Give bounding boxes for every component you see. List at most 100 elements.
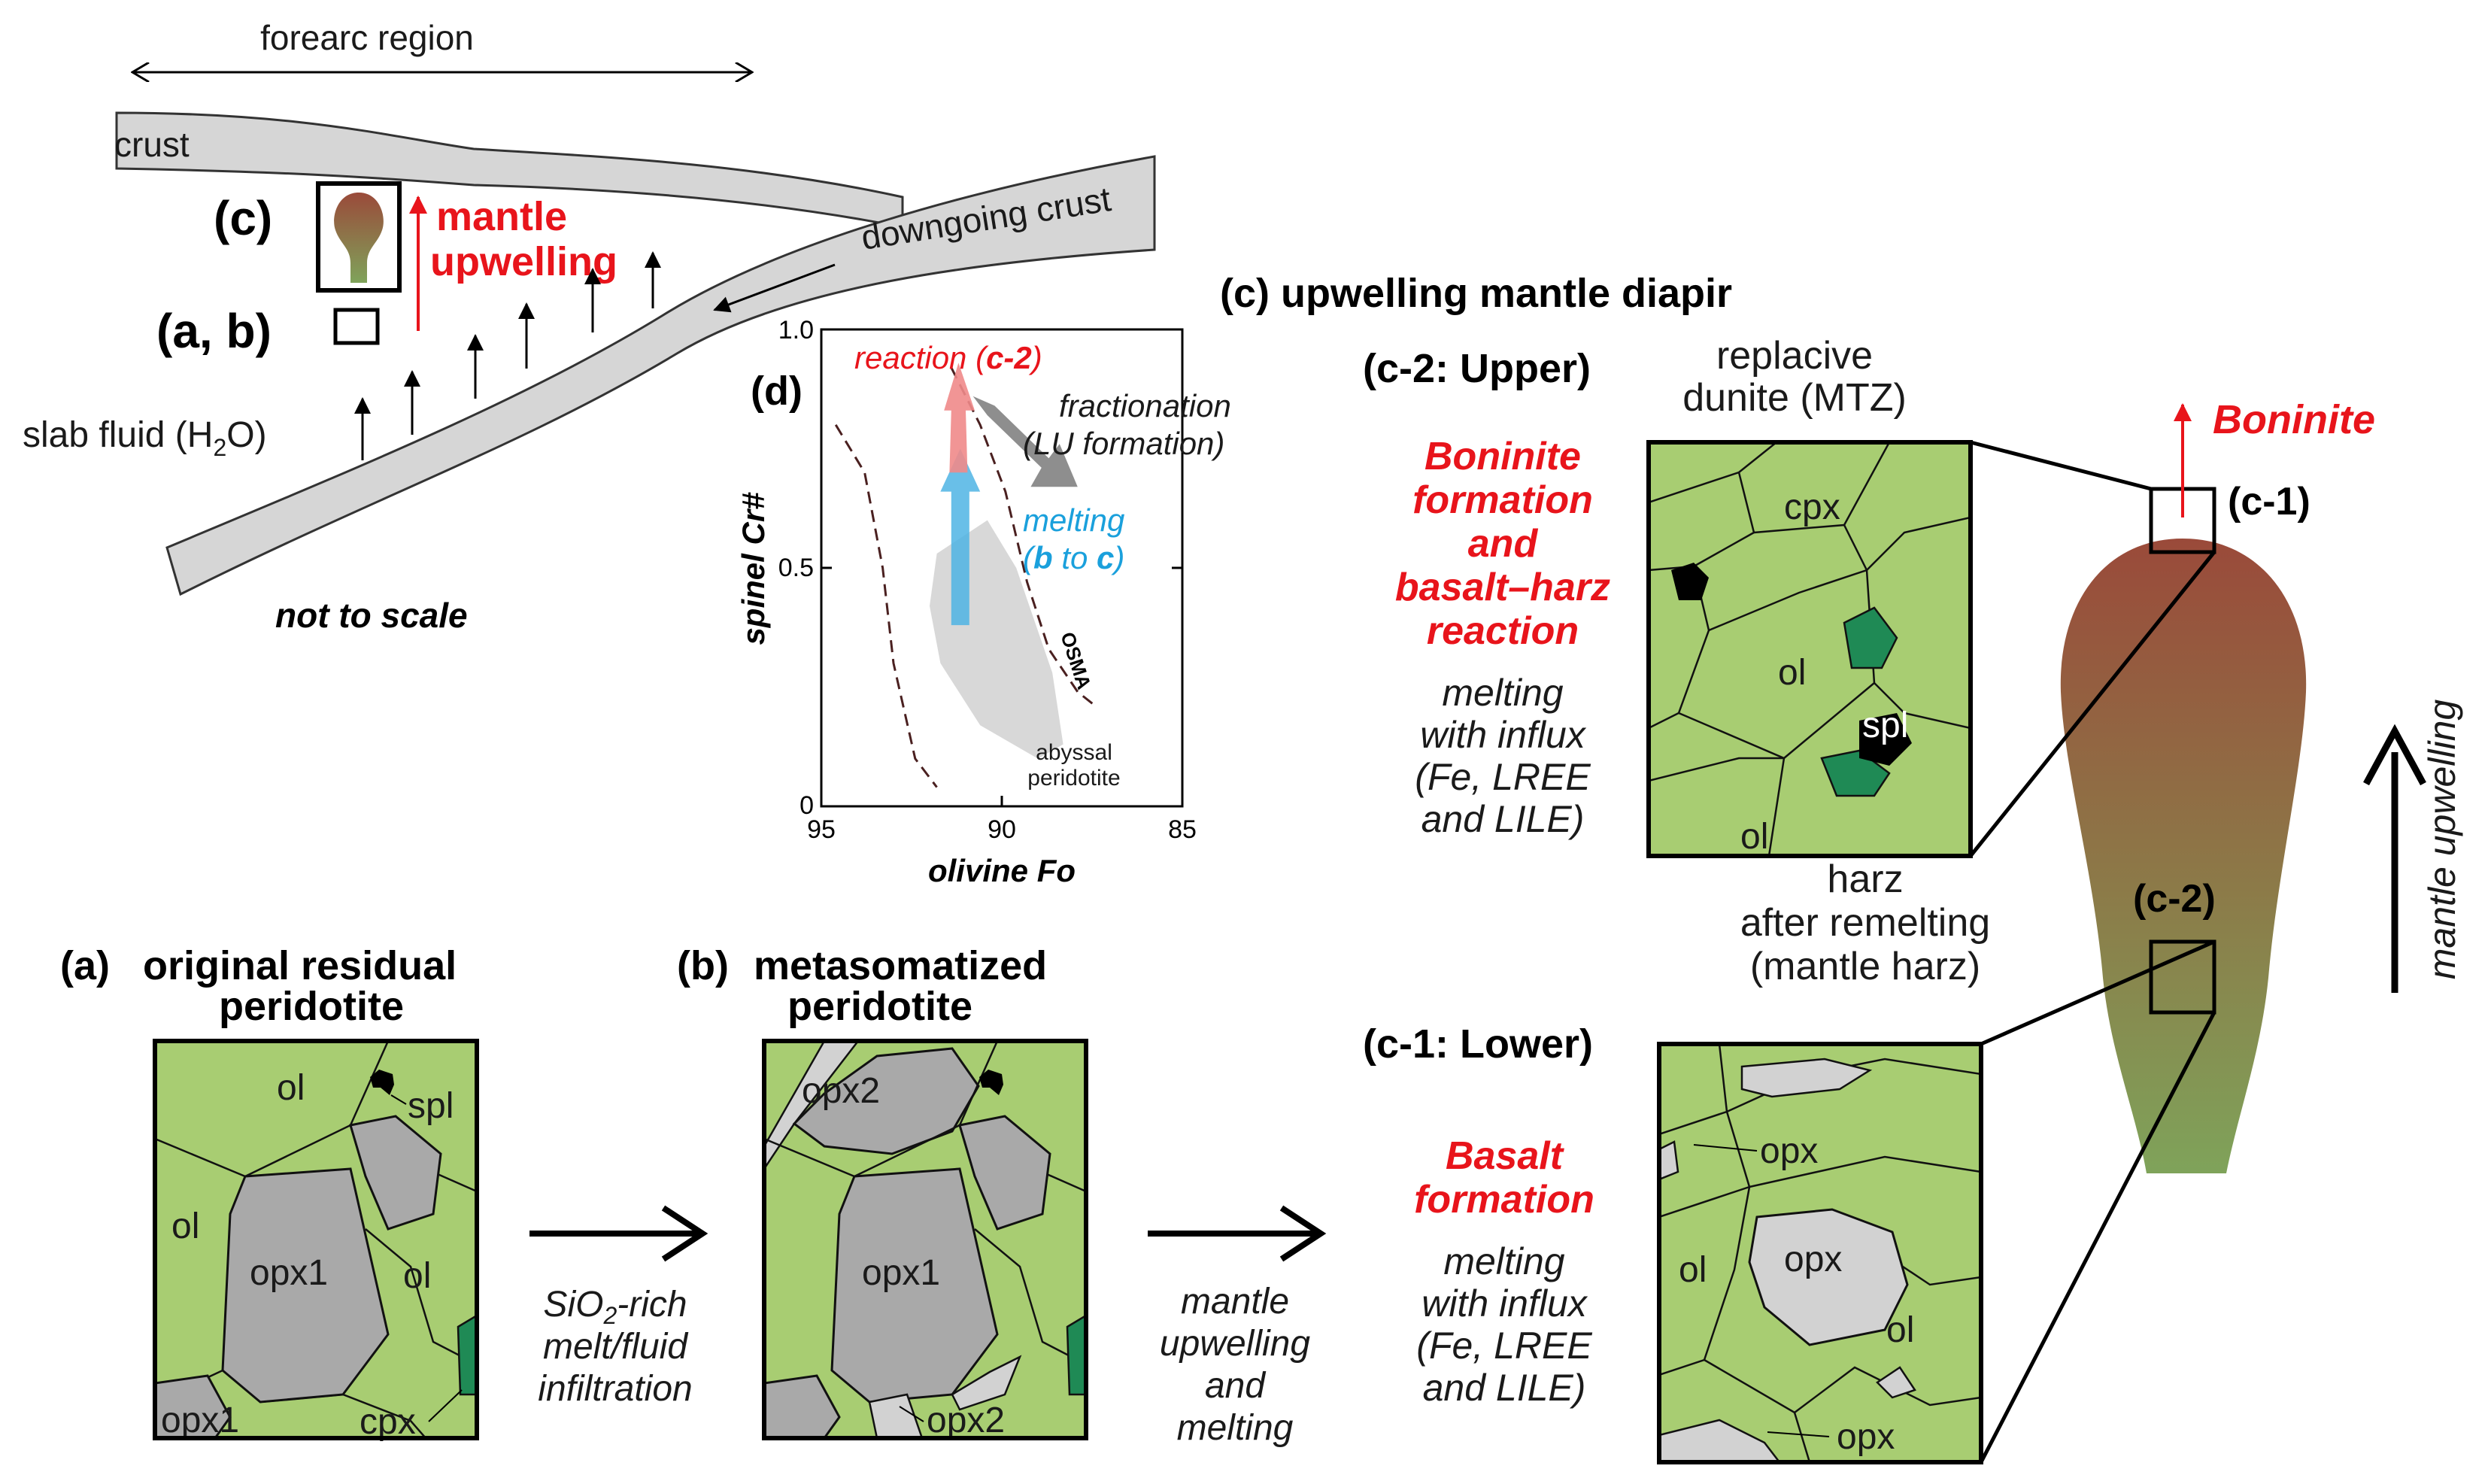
lower-black-2: with influx xyxy=(1421,1282,1588,1325)
panel-c-title: (c) upwelling mantle diapir xyxy=(1220,271,1732,316)
y-ticks xyxy=(821,328,1182,808)
lower-title-2: after remelting xyxy=(1740,901,1990,945)
small-diapir-icon xyxy=(334,193,384,283)
y-axis-title: spinel Cr# xyxy=(736,492,771,645)
ab-box xyxy=(333,308,380,345)
upper-black-4: and LILE) xyxy=(1421,798,1585,840)
arrow-2-line-4: melting xyxy=(1177,1408,1294,1448)
panel-a-opx1-1: opx1 xyxy=(250,1253,328,1293)
slab-fluid-arrows xyxy=(354,251,661,460)
panel-a-micrograph xyxy=(155,1041,477,1438)
subduction-sketch: forearc region crust downgoing crust (c)… xyxy=(23,18,1156,635)
osma-boundary-right xyxy=(950,367,1097,708)
c1-tag: (c-1) xyxy=(2228,480,2310,523)
lower-black-3: (Fe, LREE xyxy=(1416,1325,1592,1367)
fractionation-label-1: fractionation xyxy=(1059,388,1231,423)
upper-red-2: formation xyxy=(1412,478,1593,522)
x-tick-85: 85 xyxy=(1168,815,1197,844)
melting-arrow xyxy=(940,448,981,626)
upper-black-3: (Fe, LREE xyxy=(1415,756,1591,798)
slab-fluid-label: slab fluid (H2O) xyxy=(23,415,267,461)
lower-connector-bottom xyxy=(1979,1011,2216,1464)
lower-opx-3: opx xyxy=(1837,1417,1895,1457)
upper-ol-2: ol xyxy=(1740,817,1768,857)
lower-ol-2: ol xyxy=(1886,1310,1914,1350)
y-tick-05: 0.5 xyxy=(778,554,814,582)
panel-a-opx1-2: opx1 xyxy=(161,1401,239,1440)
lower-title-3: (mantle harz) xyxy=(1750,945,1980,988)
lower-red-2: formation xyxy=(1414,1178,1594,1221)
upper-black-2: with influx xyxy=(1420,714,1587,756)
arrow-1-line-1: SiO2-rich xyxy=(543,1285,687,1329)
fractionation-arrow xyxy=(972,396,1078,487)
panel-c: (c) upwelling mantle diapir (c-2: Upper)… xyxy=(1220,271,2463,1464)
crust-label: crust xyxy=(114,125,190,164)
upper-red-5: reaction xyxy=(1427,609,1579,653)
x-axis-title: olivine Fo xyxy=(928,853,1076,888)
lower-title-1: harz xyxy=(1827,857,1903,901)
panel-a-ol-2: ol xyxy=(171,1206,199,1246)
x-tick-95: 95 xyxy=(807,815,836,844)
downgoing-slab xyxy=(165,155,1156,596)
lower-black-1: melting xyxy=(1443,1240,1564,1282)
y-tick-0: 0 xyxy=(799,791,814,820)
lower-label: (c-1: Lower) xyxy=(1363,1021,1593,1067)
panel-a-ol-3: ol xyxy=(403,1256,431,1296)
mantle-upwelling-label-2: upwelling xyxy=(430,239,617,284)
not-to-scale-label: not to scale xyxy=(275,596,468,635)
panel-a-spl: spl xyxy=(408,1086,454,1126)
upper-label: (c-2: Upper) xyxy=(1363,346,1591,391)
lower-red-1: Basalt xyxy=(1446,1134,1565,1178)
arrow-1-head xyxy=(661,1205,708,1262)
melting-label-2: (b to c) xyxy=(1023,540,1124,575)
arrow-2-head xyxy=(1279,1205,1327,1262)
arrow-1-line-3: infiltration xyxy=(538,1369,692,1409)
panel-b-opx2-1: opx2 xyxy=(802,1071,880,1111)
slab-motion-arrow xyxy=(713,263,836,313)
reaction-arrow xyxy=(944,363,975,473)
y-tick-10: 1.0 xyxy=(778,316,814,344)
panel-b-opx2-2: opx2 xyxy=(927,1401,1005,1440)
fractionation-label-2: (LU formation) xyxy=(1023,426,1224,461)
melting-label-1: melting xyxy=(1023,502,1124,538)
abyssal-label-1: abyssal xyxy=(1036,740,1112,765)
upper-title-2: dunite (MTZ) xyxy=(1682,376,1907,420)
upper-micrograph xyxy=(1649,442,1971,856)
lower-opx-1: opx xyxy=(1760,1131,1818,1171)
x-tick-90: 90 xyxy=(988,815,1016,844)
c2-tag: (c-2) xyxy=(2133,877,2216,921)
plot-d-label: (d) xyxy=(751,369,803,414)
reaction-label: reaction (c-2) xyxy=(854,340,1042,375)
panel-a-ol-1: ol xyxy=(277,1068,305,1108)
upper-red-1: Boninite xyxy=(1425,435,1581,478)
abyssal-label-2: peridotite xyxy=(1027,766,1120,791)
mantle-upwelling-vertical-label: mantle upwelling xyxy=(2421,700,2463,980)
upper-spl: spl xyxy=(1862,706,1908,745)
panel-b-tag: (b) xyxy=(677,943,729,988)
panel-b-title-2: peridotite xyxy=(787,984,972,1029)
upper-connector-top xyxy=(1970,440,2152,491)
upper-ol-1: ol xyxy=(1778,653,1806,693)
panel-a: (a) original residual peridotite ol spl … xyxy=(60,943,479,1442)
arrow-2-line-3: and xyxy=(1205,1366,1266,1406)
lower-black-4: and LILE) xyxy=(1423,1367,1586,1409)
upper-red-3: and xyxy=(1468,522,1539,566)
arrow-2-line-2: upwelling xyxy=(1160,1324,1310,1364)
plot-d: (d) 95 90 85 0 0.5 1.0 olivine Fo spinel… xyxy=(736,316,1231,888)
c-box-label: (c) xyxy=(214,191,272,245)
lower-micrograph xyxy=(1659,1044,1981,1462)
lower-opx-2: opx xyxy=(1784,1240,1842,1279)
panel-a-tag: (a) xyxy=(60,943,110,988)
panel-b: (b) metasomatized peridotite opx2 opx1 o… xyxy=(677,943,1088,1440)
panel-b-opx1: opx1 xyxy=(862,1253,940,1293)
panel-b-title-1: metasomatized xyxy=(754,943,1047,988)
panel-b-micrograph xyxy=(764,1041,1086,1438)
arrow-1: SiO2-rich melt/fluid infiltration xyxy=(529,1205,708,1409)
plot-d-data xyxy=(834,363,1097,788)
arrow-2-line-1: mantle xyxy=(1181,1282,1289,1322)
c2-box xyxy=(2149,939,2216,1015)
panel-a-title-2: peridotite xyxy=(219,984,404,1029)
forearc-region-label: forearc region xyxy=(260,18,474,57)
